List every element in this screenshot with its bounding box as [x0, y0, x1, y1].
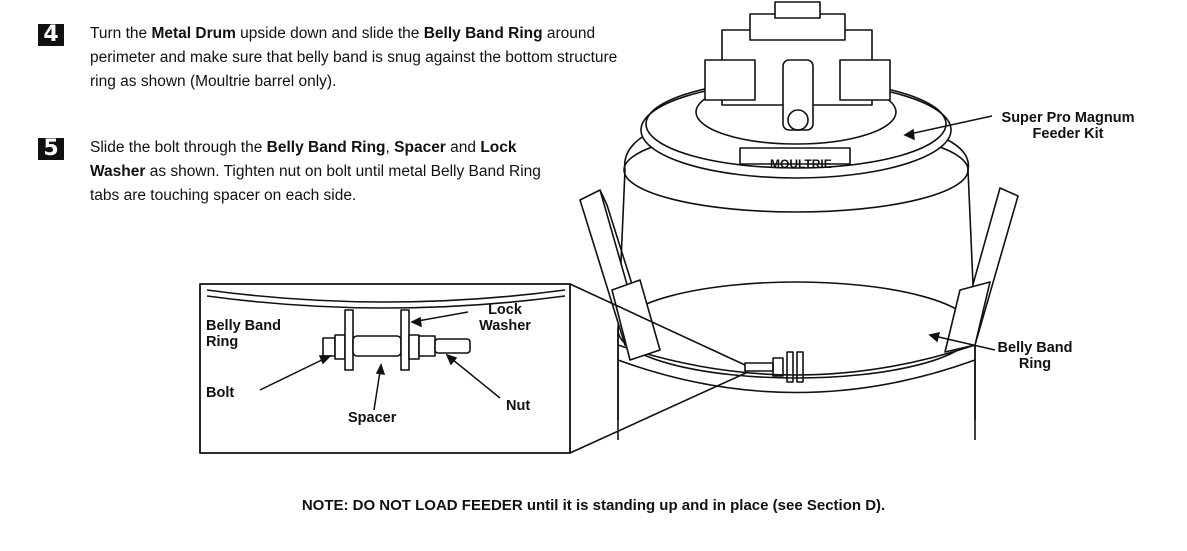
bolt-callout-line: [259, 355, 331, 391]
step-text-bold: Belly Band Ring: [423, 25, 543, 42]
lock-washer-label: Lock Washer: [470, 302, 540, 334]
step-number-badge: 4: [38, 24, 64, 46]
kit-callout-label: Super Pro Magnum Feeder Kit: [993, 110, 1143, 142]
nut-label: Nut: [506, 398, 531, 414]
step-4-text: Turn the Metal Drum upside down and slid…: [90, 22, 640, 94]
step-text-segment: and: [445, 139, 481, 156]
arrowhead: [903, 128, 915, 141]
step-text-segment: around perimeter and make sure that bell…: [90, 25, 618, 90]
label-line: Ring: [206, 334, 239, 350]
feeder-legs: [579, 187, 1019, 361]
belly-band-callout-label: Belly Band Ring: [990, 340, 1080, 372]
lock-washer-callout-line: [411, 311, 469, 323]
spacer-label: Spacer: [348, 410, 397, 426]
step-text-bold: Belly Band Ring: [266, 139, 386, 156]
step-number-badge: 5: [38, 138, 64, 160]
label-line: Belly Band: [997, 340, 1073, 356]
arrowhead: [375, 363, 386, 375]
arrowhead: [318, 355, 332, 365]
label-line: Feeder Kit: [1032, 126, 1104, 142]
inset-bolt-assembly: [206, 289, 566, 371]
label-line: Lock: [488, 302, 522, 318]
arrowhead: [928, 332, 941, 343]
label-line: Washer: [479, 318, 531, 334]
step-text-segment: upside down and slide the: [235, 25, 424, 42]
step-text-segment: Turn the: [90, 25, 152, 42]
kit-callout-line: [904, 115, 993, 136]
label-line: Belly Band: [206, 318, 281, 334]
step-5: 5 Slide the bolt through the Belly Band …: [38, 136, 560, 208]
arrowhead: [410, 316, 422, 328]
step-text-segment: Slide the bolt through the: [90, 139, 267, 156]
nut-callout-line: [446, 354, 501, 399]
step-4: 4 Turn the Metal Drum upside down and sl…: [38, 22, 640, 94]
arrowhead: [445, 353, 458, 366]
belly-band-callout-line: [929, 334, 996, 351]
step-text-bold: Spacer: [394, 139, 446, 156]
load-warning-note: NOTE: DO NOT LOAD FEEDER until it is sta…: [301, 497, 886, 514]
step-text-bold: Metal Drum: [151, 25, 236, 42]
label-line: Ring: [1018, 356, 1052, 372]
step-5-text: Slide the bolt through the Belly Band Ri…: [90, 136, 560, 208]
bolt-detail-inset: [199, 283, 571, 454]
label-line: Super Pro Magnum: [1001, 110, 1135, 126]
inset-belly-band-label: Belly Band Ring: [206, 318, 281, 350]
step-text-segment: ,: [385, 139, 395, 156]
belly-band-bolt-illustration: [744, 351, 804, 383]
feeder-kit-illustration: [640, 1, 952, 179]
brand-text: MOULTRIE: [770, 157, 832, 171]
bolt-label: Bolt: [206, 385, 235, 401]
step-text-segment: as shown. Tighten nut on bolt until meta…: [90, 163, 541, 204]
step-text-bold: Lock Washer: [90, 139, 517, 180]
